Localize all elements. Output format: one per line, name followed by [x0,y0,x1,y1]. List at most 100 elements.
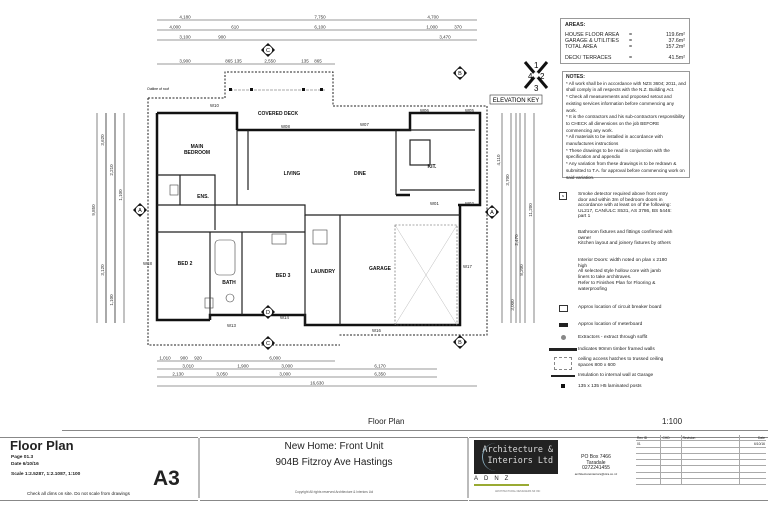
room-living: LIVING [284,171,301,177]
svg-text:D: D [266,310,270,316]
svg-text:1: 1 [534,61,539,70]
dimension-label: 9,850 [91,204,96,216]
section-marker-b[interactable]: B [453,66,467,80]
dimension-label: 3,000 [510,299,515,311]
dimension-label: 920 [194,356,202,361]
dimension-label: 3,470 [439,35,451,40]
window-label: W02 [465,201,474,206]
dimension-label: 3,050 [216,372,228,377]
extractor-icon [560,335,566,340]
date: Date 6/10/16 [11,462,39,467]
dimension-label: 2,470 [514,234,519,246]
window-label: W18 [143,261,152,266]
dimension-label: 2,130 [172,372,184,377]
divider [62,430,768,431]
sheet-size: A3 [153,467,180,490]
dimension-label: 1,100 [118,189,123,201]
window-label: W16 [372,328,381,333]
area-row: GARAGE & UTILITIES=37.6m² [565,37,685,44]
window-label: W10 [210,103,219,108]
svg-text:B: B [458,340,462,346]
area-row: TOTAL AREA=157.2m² [565,43,685,50]
dimension-label: 4,000 [169,25,181,30]
dimension-label: 6,350 [374,372,386,377]
note-item: * All work shall be in accordance with N… [566,80,686,93]
project-address: 904B Fitzroy Ave Hastings [275,457,393,468]
meterboard-icon [558,323,568,327]
dimension-label: 3,900 [179,59,191,64]
dimension-label: 610 [231,25,239,30]
svg-text:3: 3 [534,84,539,93]
dimension-label: 4,700 [427,15,439,20]
dimension-label: 3,120 [100,264,105,276]
post-icon [561,384,565,388]
section-marker-c[interactable]: C [261,43,275,57]
dimension-label: 7,750 [314,15,326,20]
dimension-label: 3,000 [281,364,293,369]
roof-label: Outline of roof [147,87,169,91]
section-marker-c[interactable]: C [261,336,275,350]
timber-wall-icon [549,348,577,351]
notes-box: NOTES: * All work shall be in accordance… [562,71,690,180]
dimension-label: 135 [234,59,242,64]
company-logo: Architecture &Interiors Ltd [474,440,558,474]
dimension-label: 3,100 [179,35,191,40]
copyright: Copyright All rights reserved Architectu… [294,490,374,494]
room-garage: GARAGE [369,266,392,272]
svg-text:2: 2 [540,72,545,81]
breaker-board-icon [558,305,568,312]
dimension-label: 16,630 [310,381,324,386]
note-item: * Any variation from these drawings is t… [566,161,685,180]
note-item: * It is the contractors and his sub-cont… [566,114,685,133]
areas-table: AREAS: HOUSE FLOOR AREA=119.6m² GARAGE &… [560,18,690,64]
svg-text:ELEVATION KEY: ELEVATION KEY [493,98,539,104]
window-label: W13 [227,323,236,328]
project-block: New Home: Front Unit 904B Fitzroy Ave Ha… [200,437,468,501]
section-marker-a[interactable]: A [133,203,147,217]
dimension-label: 4,180 [179,15,191,20]
dimension-label: 6,170 [374,364,386,369]
dimension-label: 2,210 [109,164,114,176]
scale-list: Scale 1:2.5287, 1:2.1087, 1:100 [11,472,81,477]
dimension-label: 2,550 [264,59,276,64]
sheet-title: Floor Plan [10,438,74,453]
ceiling-hatch-icon [554,357,572,370]
svg-text:C: C [266,341,270,347]
room-dine: DINE [354,171,367,177]
dimension-label: 6,000 [269,356,281,361]
window-label: W17 [463,264,472,269]
check-note: Check all dims on site. Do not scale fro… [27,491,130,496]
room-covered-deck: COVERED DECK [258,111,299,117]
dimension-label: 3,700 [505,174,510,186]
svg-text:A: A [138,208,142,214]
section-marker-d[interactable]: D [261,305,275,319]
room-bed-3: BED 3 [276,273,291,279]
walls [155,111,482,327]
plan-title: Floor Plan [368,417,405,426]
dimension-label: 900 [180,356,188,361]
dimension-label: 11,200 [528,203,533,217]
window-label: W08 [281,124,290,129]
note-item: * All materials to be installed in accor… [566,134,663,147]
note-item: * Check all measurements and proposed se… [566,94,675,113]
section-marker-a[interactable]: A [485,205,499,219]
insulation-line-icon [551,375,575,377]
section-marker-b[interactable]: B [453,335,467,349]
area-row: HOUSE FLOOR AREA=119.6m² [565,32,685,38]
room-bed-2: BED 2 [178,261,193,267]
svg-text:4: 4 [528,72,533,81]
dimension-label: 3,620 [100,134,105,146]
smoke-detector-icon: s [559,192,567,200]
dimension-label: 1,010 [159,356,171,361]
company-block [469,437,768,501]
svg-text:A: A [490,210,494,216]
dimension-label: 1,000 [426,25,438,30]
dimension-label: 3,000 [279,372,291,377]
dimension-label: 1,100 [109,294,114,306]
dimension-label: 1,900 [237,364,249,369]
areas-heading: AREAS: [565,22,586,28]
svg-text:C: C [266,48,270,54]
